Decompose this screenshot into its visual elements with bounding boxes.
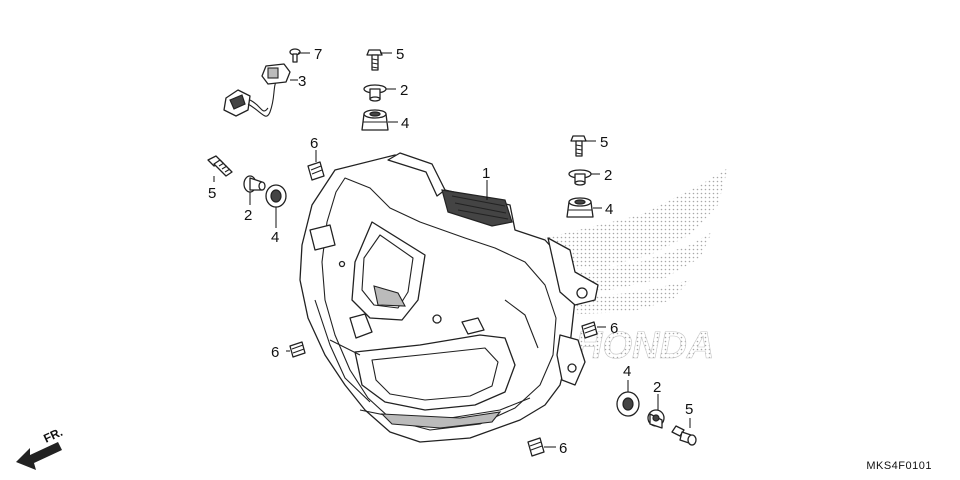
grommet-4-left[interactable] [265, 184, 287, 208]
callout-grommet-left: 4 [271, 229, 279, 246]
diagram-code: MKS4F0101 [866, 460, 932, 472]
callout-bolt-bottom: 5 [685, 401, 693, 418]
callout-grommet-bottom: 4 [623, 363, 631, 380]
bolt-5-bottom[interactable] [671, 425, 697, 446]
bolt-5-right[interactable] [570, 135, 587, 157]
collar-2-top[interactable] [363, 84, 387, 102]
grommet-4-top[interactable] [361, 109, 389, 131]
screw-7[interactable] [289, 48, 301, 63]
clip-nut-6-top[interactable] [307, 161, 325, 181]
clip-nut-6-right[interactable] [581, 321, 598, 339]
callout-nut-right: 6 [610, 320, 618, 337]
front-direction-arrow: FR. [16, 425, 65, 470]
callout-grommet-top: 4 [401, 115, 409, 132]
front-label: FR. [41, 425, 64, 446]
headlight-housing[interactable] [299, 152, 599, 443]
collar-2-right[interactable] [568, 169, 592, 186]
callout-collar-bottom: 2 [653, 379, 661, 396]
callout-nut-top: 6 [310, 135, 318, 152]
collar-2-left[interactable] [243, 175, 266, 193]
callout-collar-top: 2 [400, 82, 408, 99]
bolt-5-left[interactable] [207, 155, 233, 177]
callouts: 7 3 5 2 4 6 5 2 4 1 5 2 4 6 6 6 4 2 5 [208, 46, 693, 457]
leader-lines [213, 52, 691, 448]
honda-wing-watermark: HONDA [545, 168, 728, 367]
collar-2-bottom[interactable] [647, 409, 665, 429]
callout-nut-left: 6 [271, 344, 279, 361]
clip-nut-6-bottom[interactable] [527, 437, 545, 457]
honda-watermark-text: HONDA [575, 325, 714, 367]
wire-harness-socket[interactable] [223, 63, 291, 117]
callout-bolt-left: 5 [208, 185, 216, 202]
grommet-4-bottom[interactable] [616, 391, 640, 417]
grommet-4-right[interactable] [566, 197, 594, 218]
callout-screw: 7 [314, 46, 322, 63]
callout-housing: 1 [482, 165, 490, 182]
callout-harness: 3 [298, 73, 306, 90]
callout-bolt-top: 5 [396, 46, 404, 63]
callout-bolt-right: 5 [600, 134, 608, 151]
callout-nut-bottom: 6 [559, 440, 567, 457]
bolt-5-top[interactable] [366, 49, 383, 71]
callout-collar-left: 2 [244, 207, 252, 224]
callout-grommet-right: 4 [605, 201, 613, 218]
callout-collar-right: 2 [604, 167, 612, 184]
clip-nut-6-left[interactable] [289, 341, 306, 358]
